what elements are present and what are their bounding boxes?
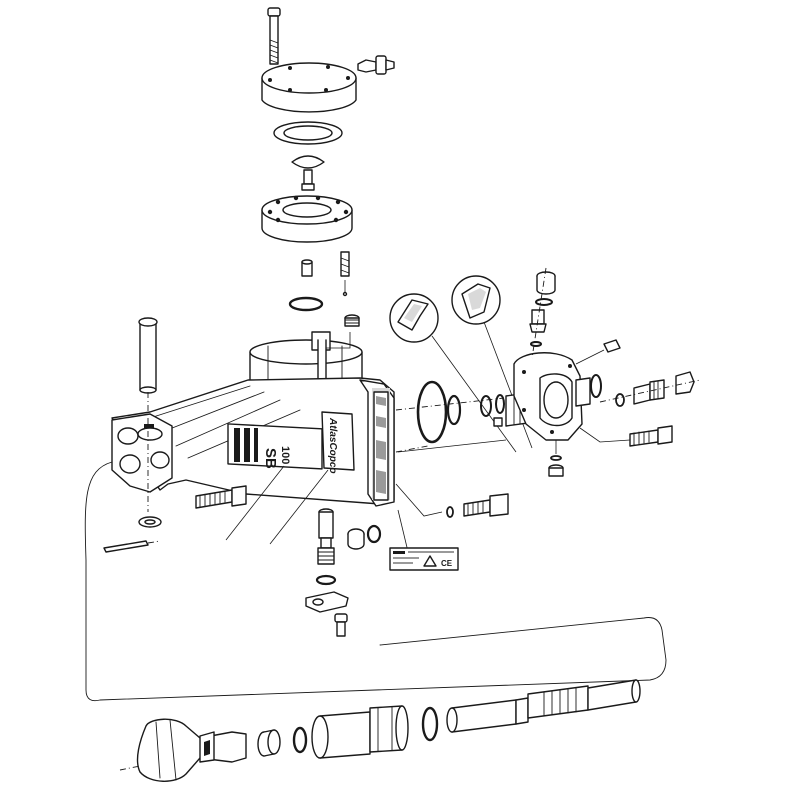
- top-cylinder-cap: [261, 62, 357, 113]
- valve-top-nut: [536, 271, 556, 295]
- stud-dot: [342, 291, 348, 297]
- seal-profile-callout-1: [389, 293, 517, 453]
- fitting-axis: [599, 379, 701, 403]
- model-label-line2: 100: [279, 446, 291, 464]
- flange-stud: [340, 251, 350, 277]
- cap-valve-fitting: [357, 55, 395, 75]
- medium-oring: [446, 394, 462, 426]
- valve-lower-screw: [579, 425, 673, 447]
- small-oring-2: [495, 394, 505, 414]
- small-washer: [366, 524, 382, 544]
- chuck-oring: [292, 726, 308, 754]
- valve-top-washer: [535, 298, 553, 306]
- warning-triangle-icon: [423, 555, 437, 567]
- chuck-axis-left: [119, 765, 141, 771]
- valve-axis: [395, 397, 505, 411]
- leader-logo: [269, 469, 329, 545]
- bracket-screw: [334, 613, 348, 637]
- hose-nipple: [633, 379, 665, 405]
- leader-side-bolt: [395, 483, 443, 517]
- valve-axis-lower: [395, 445, 429, 453]
- ce-mark-icon: CE: [441, 559, 453, 568]
- brand-logo-text: AtlasCopco: [327, 417, 338, 474]
- cotter-pin: [103, 540, 161, 553]
- flange-bushing: [301, 259, 313, 277]
- data-plate: CE: [389, 547, 459, 571]
- main-housing: [111, 331, 395, 507]
- cylinder-flange: [261, 195, 353, 243]
- seal-profile-callout-2: [451, 275, 533, 449]
- chuck-sleeve: [136, 718, 247, 782]
- side-bolt: [446, 493, 509, 518]
- pin-bracket: [305, 591, 349, 613]
- chuck-shaft: [446, 679, 641, 733]
- small-nut: [347, 528, 365, 550]
- top-fitting-axis: [531, 267, 547, 359]
- valve-top-oring: [530, 341, 542, 347]
- valve-top-fitting: [529, 309, 547, 333]
- leader-model-label: [225, 465, 285, 541]
- left-washer-hole: [144, 519, 156, 525]
- top-cap-screw: [267, 7, 281, 65]
- valve-mushroom: [291, 155, 325, 191]
- small-oring: [480, 395, 492, 417]
- side-oring: [590, 374, 602, 398]
- chuck-oring-2: [421, 706, 439, 742]
- lower-pin-stack: [317, 508, 335, 565]
- left-washer: [138, 516, 162, 528]
- chuck-cylinder: [311, 705, 409, 759]
- oring-upper: [288, 296, 324, 312]
- angle-fitting: [575, 339, 621, 365]
- diaphragm-disc: [273, 121, 343, 145]
- pivot-pin: [138, 317, 158, 394]
- arm-screw: [195, 485, 247, 509]
- assembly-boundary-line: [84, 461, 667, 702]
- valve-lower-plug: [548, 440, 564, 477]
- valve-housing: [513, 352, 591, 441]
- large-oring: [416, 380, 448, 444]
- threaded-plug: [344, 314, 360, 327]
- model-label-line1: SB: [262, 448, 279, 469]
- chuck-bushing: [257, 729, 281, 757]
- fitting-washer: [615, 393, 625, 407]
- leader-valve-main: [397, 439, 507, 453]
- oring-lower-pin: [315, 574, 337, 586]
